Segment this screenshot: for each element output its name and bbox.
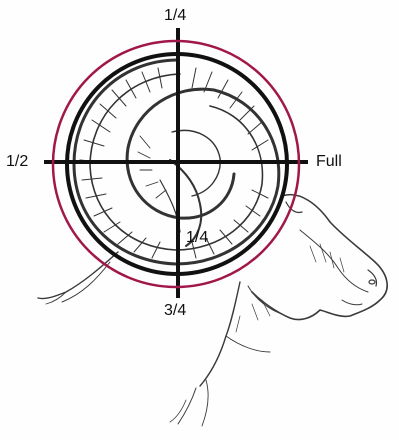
label-half: 1/2 bbox=[6, 154, 28, 170]
label-three-quarter: 3/4 bbox=[164, 303, 186, 319]
label-full: Full bbox=[316, 154, 342, 170]
label-top-quarter: 1/4 bbox=[164, 8, 186, 24]
label-inner-quarter: 1/4 bbox=[186, 230, 208, 246]
crosshair bbox=[44, 28, 308, 298]
